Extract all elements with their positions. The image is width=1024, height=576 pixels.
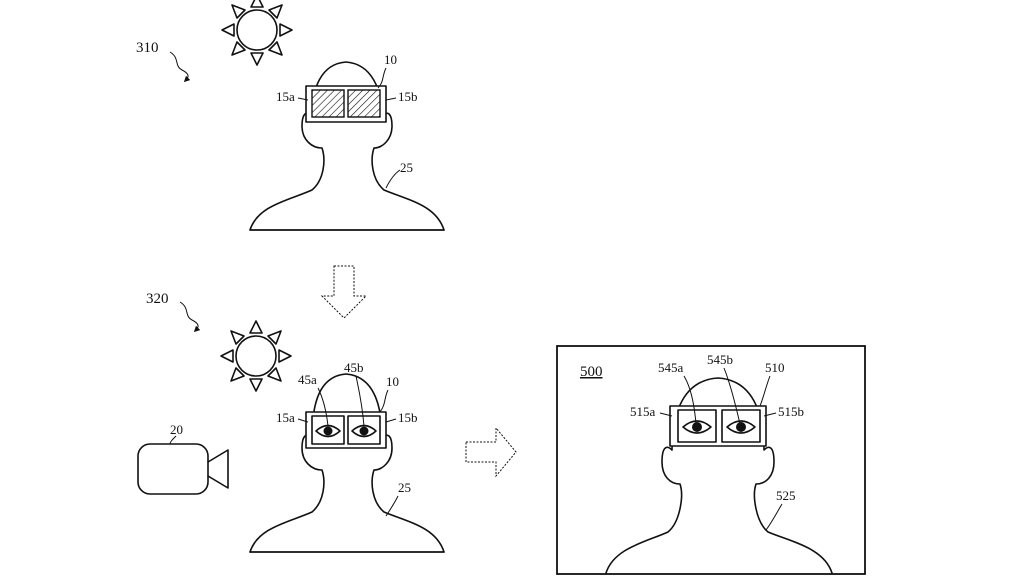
sun-icon	[221, 0, 293, 66]
lens-right	[347, 89, 381, 118]
label-lens-left-bottom: 15a	[276, 410, 295, 425]
label-lens-left-top: 15a	[276, 89, 295, 104]
lens-right	[347, 415, 381, 445]
hmd-device	[305, 411, 387, 449]
avatar-head-silhouette	[605, 377, 833, 574]
label-avatar-eye-left: 545a	[658, 360, 684, 375]
lens-left	[311, 415, 345, 445]
eye-icon	[726, 420, 756, 434]
label-user-bottom: 25	[398, 480, 411, 495]
label-hmd-top: 10	[384, 52, 397, 67]
leader-hmd-top	[377, 67, 387, 89]
eye-icon	[315, 424, 341, 438]
label-avatar-hmd: 510	[765, 360, 785, 375]
label-avatar-eye-right: 545b	[707, 352, 733, 367]
avatar-hmd	[669, 405, 767, 447]
label-lens-right-bottom: 15b	[398, 410, 418, 425]
video-camera-icon	[137, 443, 229, 495]
scene-310: 310 10 15a 15b 25	[136, 0, 445, 231]
hmd-device	[305, 85, 387, 123]
user-head-silhouette	[249, 373, 445, 553]
label-hmd-bottom: 10	[386, 374, 399, 389]
lens-left	[311, 89, 345, 118]
avatar-lens-right	[721, 409, 761, 443]
label-avatar-lens-left: 515a	[630, 404, 656, 419]
label-display: 500	[580, 364, 603, 380]
label-avatar-user: 525	[776, 488, 796, 503]
eye-icon	[351, 424, 377, 438]
label-avatar-lens-right: 515b	[778, 404, 804, 419]
leader-310	[169, 51, 191, 83]
user-head-silhouette	[249, 61, 445, 231]
hollow-arrow-right-icon	[465, 426, 517, 478]
avatar-lens-left	[677, 409, 717, 443]
sun-icon	[220, 320, 292, 392]
label-eye-left: 45a	[298, 372, 317, 387]
label-eye-right: 45b	[344, 360, 364, 375]
label-320: 320	[146, 291, 169, 307]
label-310: 310	[136, 40, 159, 56]
scene-320: 320 20	[137, 291, 445, 553]
label-camera: 20	[170, 422, 183, 437]
label-lens-right-top: 15b	[398, 89, 418, 104]
hollow-arrow-down-icon	[320, 265, 368, 319]
display-500: 500 545a 545b 510 515a 515b 525	[556, 345, 866, 575]
label-user-top: 25	[400, 160, 413, 175]
eye-icon	[682, 420, 712, 434]
